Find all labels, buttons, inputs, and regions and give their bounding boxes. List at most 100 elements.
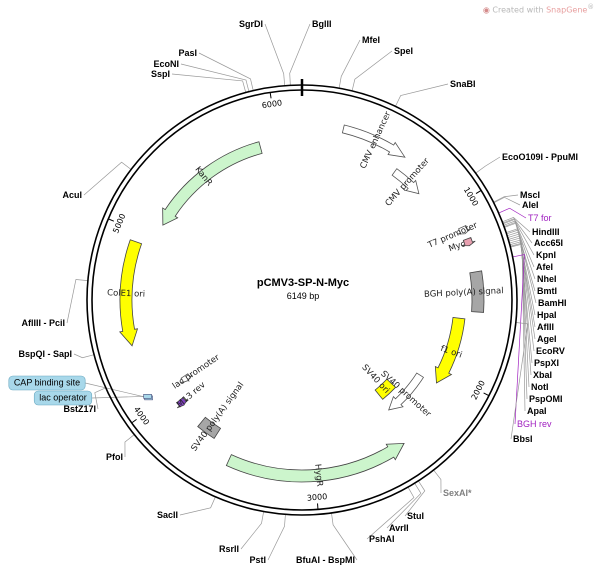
site-label: MfeI xyxy=(362,35,380,45)
feature-shape xyxy=(118,239,143,347)
site-label: Acc65I xyxy=(534,238,563,248)
site-leader xyxy=(508,235,535,352)
site-leader xyxy=(493,196,521,206)
site-label: AcuI xyxy=(62,190,82,200)
site-aflii[interactable]: AflII xyxy=(537,322,554,332)
site-label: NotI xyxy=(531,382,549,392)
site-bgh-rev[interactable]: BGH rev xyxy=(517,419,552,429)
site-avrii[interactable]: AvrII xyxy=(389,523,409,533)
site-bspqi-sapi[interactable]: BspQI - SapI xyxy=(18,349,72,359)
tick-mark xyxy=(269,92,272,99)
site-leader xyxy=(510,242,528,400)
site-ecoo109i-ppumi[interactable]: EcoO109I - PpuMI xyxy=(502,152,578,162)
site-bglii[interactable]: BglII xyxy=(312,19,332,29)
feature-shape xyxy=(341,124,406,158)
plasmid-size: 6149 bp xyxy=(287,291,320,301)
site-noti[interactable]: NotI xyxy=(531,382,549,392)
site-psti[interactable]: PstI xyxy=(249,555,266,565)
site-bfuai-bspmi[interactable]: BfuAI - BspMI xyxy=(296,555,355,565)
site-leader xyxy=(510,243,526,412)
site-leader xyxy=(240,511,264,550)
site-spei[interactable]: SpeI xyxy=(394,46,413,56)
feature-shape xyxy=(469,270,485,313)
site-pfoi[interactable]: PfoI xyxy=(106,452,123,462)
feature-shape xyxy=(391,168,420,195)
site-xbai[interactable]: XbaI xyxy=(533,370,552,380)
site-bmti[interactable]: BmtI xyxy=(537,286,557,296)
site-afei[interactable]: AfeI xyxy=(536,262,553,272)
feature-cole1-ori[interactable]: ColE1 ori xyxy=(107,239,145,347)
site-leader xyxy=(267,514,286,561)
tick-label: 4000 xyxy=(132,405,151,427)
site-label: SspI xyxy=(151,69,170,79)
site-leader xyxy=(510,322,529,440)
site-sacii[interactable]: SacII xyxy=(157,510,178,520)
site-leader xyxy=(289,23,311,86)
site-bbsi[interactable]: BbsI xyxy=(513,434,533,444)
feature-cmv-enhancer[interactable]: CMV enhancer xyxy=(341,110,406,171)
site-mfei[interactable]: MfeI xyxy=(362,35,380,45)
site-leader xyxy=(506,229,536,316)
tick-label: 2000 xyxy=(470,379,487,401)
site-label: BamHI xyxy=(538,298,567,308)
feature-kanr[interactable]: KanR xyxy=(162,141,263,226)
site-label: EcoNI xyxy=(153,59,179,69)
site-t7-for[interactable]: T7 for xyxy=(528,213,552,223)
site-sexai[interactable]: SexAI* xyxy=(443,488,472,498)
site-bamhi[interactable]: BamHI xyxy=(538,298,567,308)
site-agei[interactable]: AgeI xyxy=(537,334,557,344)
site-hpai[interactable]: HpaI xyxy=(537,310,557,320)
site-econi[interactable]: EcoNI xyxy=(153,59,179,69)
site-acui[interactable]: AcuI xyxy=(62,190,82,200)
site-leader xyxy=(475,156,501,174)
site-stui[interactable]: StuI xyxy=(407,511,424,521)
boxed-leader xyxy=(91,395,148,399)
feature-cmv-promoter[interactable]: CMV promoter xyxy=(384,156,433,209)
feature-f1-ori[interactable]: f1 ori xyxy=(434,317,466,384)
site-label: BglII xyxy=(312,19,332,29)
site-label: PasI xyxy=(178,48,197,58)
site-bstz17i[interactable]: BstZ17I xyxy=(63,404,96,414)
site-leader xyxy=(73,353,95,359)
feature-bgh-poly-a-signal[interactable]: BGH poly(A) signal xyxy=(424,270,504,313)
feature-shape xyxy=(388,372,425,411)
site-snabi[interactable]: SnaBI xyxy=(450,79,476,89)
tick-label: 6000 xyxy=(261,98,282,110)
site-label: HpaI xyxy=(537,310,557,320)
site-leader xyxy=(507,231,536,328)
feature-label: ColE1 ori xyxy=(107,288,145,299)
site-hindiii[interactable]: HindIII xyxy=(532,227,560,237)
site-sspi[interactable]: SspI xyxy=(151,69,170,79)
site-leader xyxy=(433,469,442,494)
site-label: T7 for xyxy=(528,213,552,223)
boxed-label-text: lac operator xyxy=(39,392,87,402)
site-leader xyxy=(509,239,532,376)
site-label: BGH rev xyxy=(517,419,552,429)
site-ecorv[interactable]: EcoRV xyxy=(536,346,565,356)
site-apai[interactable]: ApaI xyxy=(527,406,547,416)
site-leader xyxy=(512,254,525,425)
site-leader xyxy=(509,241,530,388)
site-leader xyxy=(498,207,527,219)
site-pshai[interactable]: PshAI xyxy=(369,534,395,544)
site-leader xyxy=(503,220,535,268)
site-rsrii[interactable]: RsrII xyxy=(219,544,239,554)
site-kpni[interactable]: KpnI xyxy=(536,250,556,260)
site-pspomi[interactable]: PspOMI xyxy=(529,394,563,404)
site-label: StuI xyxy=(407,511,424,521)
site-afliii-pcii[interactable]: AflIII - PciI xyxy=(21,318,65,328)
site-msci[interactable]: MscI xyxy=(520,190,540,200)
site-pasi[interactable]: PasI xyxy=(178,48,197,58)
site-alei[interactable]: AleI xyxy=(522,200,539,210)
boxed-lac-operator[interactable]: lac operator xyxy=(33,390,152,406)
site-acc65i[interactable]: Acc65I xyxy=(534,238,563,248)
snapgene-watermark: ◉ Created with SnapGene® xyxy=(483,3,594,15)
site-pspxi[interactable]: PspXI xyxy=(534,358,559,368)
site-nhei[interactable]: NheI xyxy=(537,274,557,284)
site-sgrdi[interactable]: SgrDI xyxy=(239,19,263,29)
feature-hygr[interactable]: HygR xyxy=(225,442,405,487)
site-leader xyxy=(198,52,254,91)
site-label: EcoO109I - PpuMI xyxy=(502,152,578,162)
